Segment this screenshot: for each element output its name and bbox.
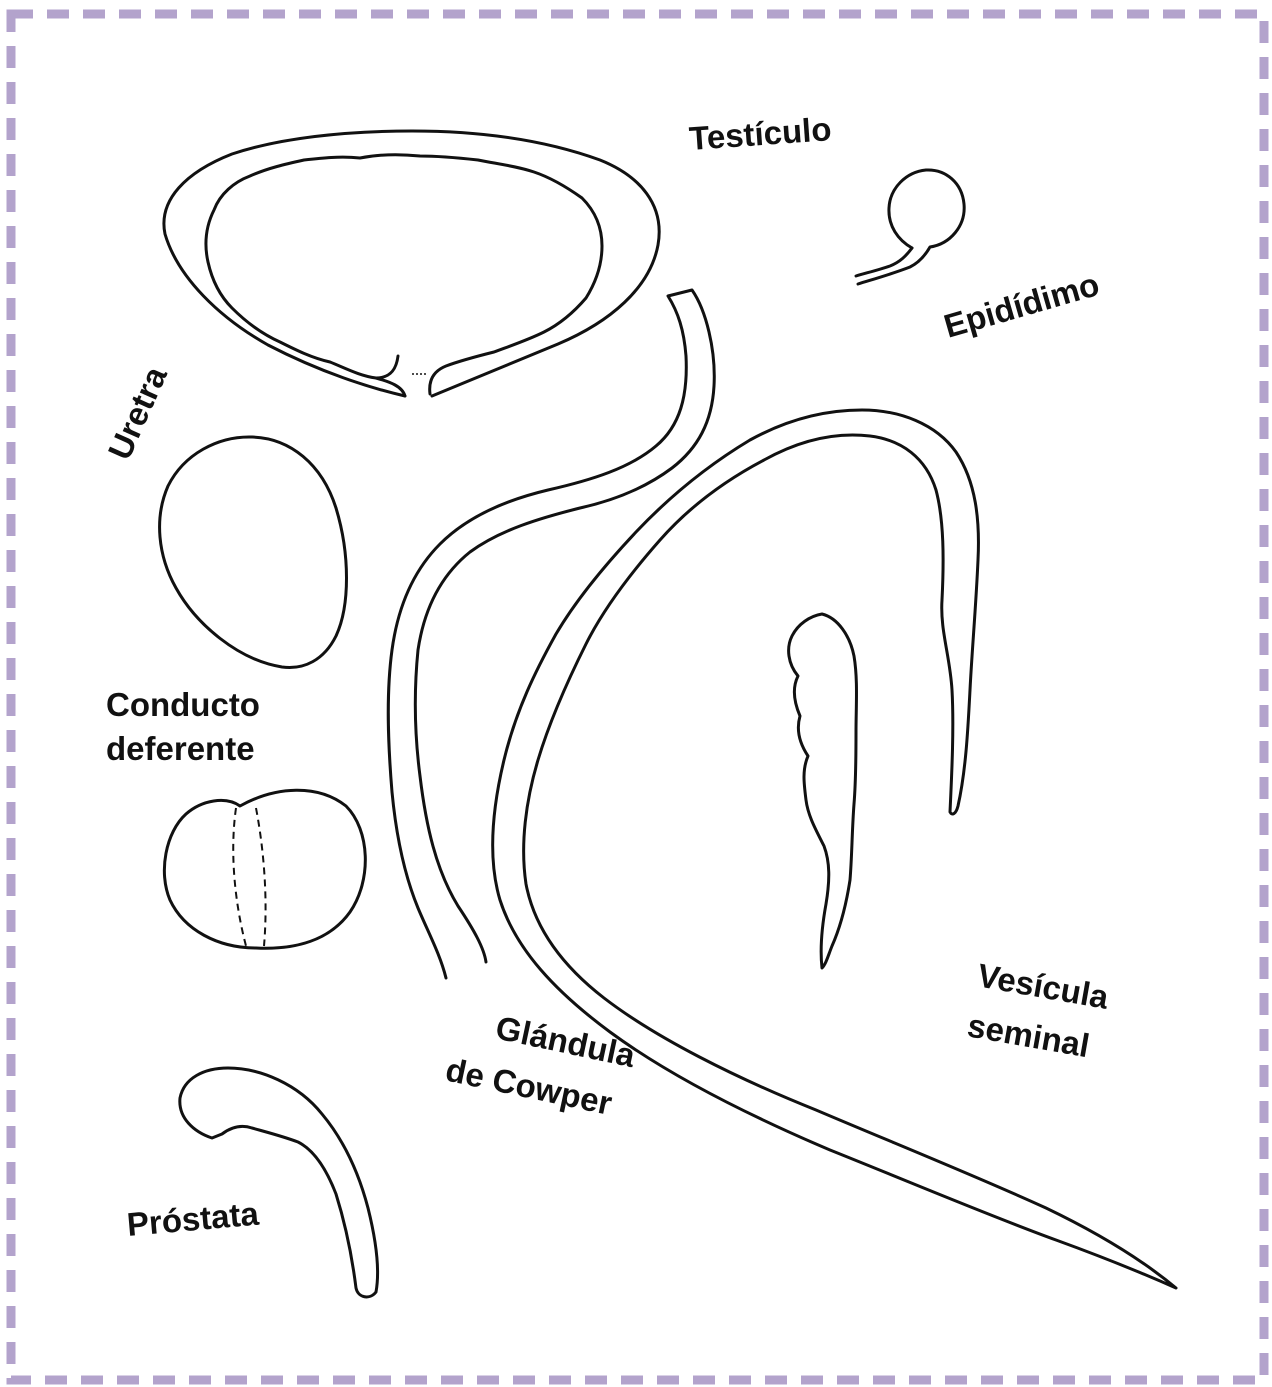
round-split-shape <box>164 790 365 948</box>
curved-tube-shape <box>493 410 1176 1288</box>
testicle-round-shape <box>856 170 964 284</box>
hook-shape <box>180 1068 378 1297</box>
testicle-circle-outline <box>858 170 964 284</box>
label-uretra: Uretra <box>101 360 175 464</box>
label-vesicula-line2: seminal <box>965 1006 1092 1064</box>
label-conducto-line1: Conducto <box>106 686 260 723</box>
label-conducto-line2: deferente <box>106 730 255 767</box>
round-split-dashed-right <box>256 808 266 946</box>
label-epididimo: Epidídimo <box>940 265 1104 345</box>
round-split-dashed-left <box>233 808 246 946</box>
wavy-elongated-shape <box>789 614 857 968</box>
oval-shape <box>160 437 347 668</box>
label-prostata: Próstata <box>125 1195 260 1243</box>
bladder-ring-shape <box>164 131 659 396</box>
label-vesicula-line1: Vesícula <box>975 956 1112 1015</box>
bladder-inner-wavy-outline <box>206 155 602 394</box>
testicle-stalk-outline <box>856 248 912 276</box>
label-testiculo: Testículo <box>688 110 833 157</box>
bladder-outer-outline <box>164 131 659 396</box>
